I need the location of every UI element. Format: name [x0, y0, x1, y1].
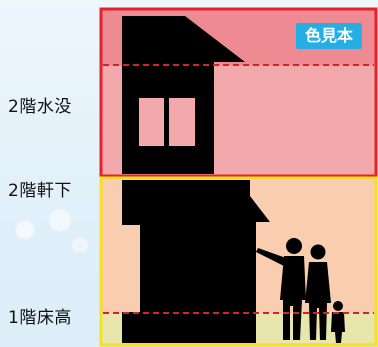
- family-silhouette: [256, 238, 345, 343]
- level-label-2f-flood: 2階水没: [8, 97, 72, 117]
- lower-house-silhouette: [122, 180, 270, 343]
- level-label-1f-floor: 1階床高: [8, 308, 72, 328]
- level-label-2f-eaves: 2階軒下: [8, 181, 72, 201]
- window-mullion: [164, 98, 169, 146]
- color-sample-badge: 色見本: [296, 23, 362, 49]
- background-splash: [0, 150, 110, 260]
